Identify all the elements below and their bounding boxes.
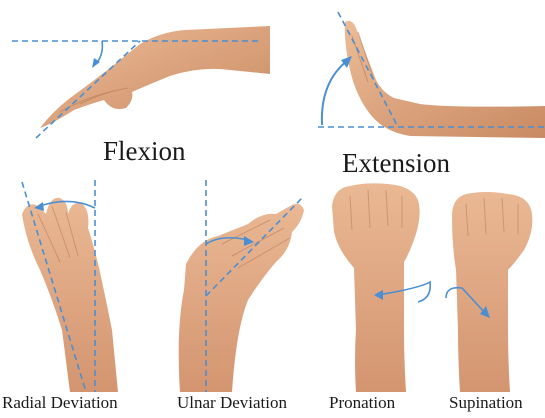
pronation-figure: [332, 183, 430, 392]
flexion-label: Flexion: [103, 138, 186, 165]
pronation-label: Pronation: [329, 394, 395, 411]
pronation-fist-and-forearm: [332, 183, 420, 392]
extension-angle-arc: [322, 60, 348, 125]
radial-deviation-label: Radial Deviation: [2, 394, 118, 411]
extension-label: Extension: [342, 150, 450, 177]
extension-figure: [318, 12, 545, 138]
supination-figure: [446, 192, 532, 392]
supination-fist-and-forearm: [452, 192, 532, 392]
extension-hand: [345, 21, 545, 138]
flexion-figure: [12, 26, 270, 138]
ulnar-deviation-hand: [179, 204, 304, 392]
ulnar-deviation-figure: [179, 180, 304, 392]
radial-deviation-figure: [22, 180, 118, 392]
ulnar-deviation-label: Ulnar Deviation: [177, 394, 287, 411]
supination-label: Supination: [449, 394, 523, 411]
